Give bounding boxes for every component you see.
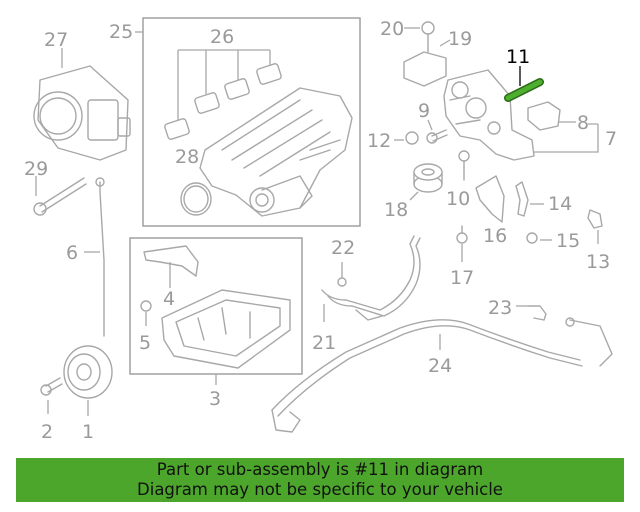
oil-pan-drawing: [161, 289, 291, 369]
crank-pulley-drawing: [63, 345, 113, 399]
banner-line-2: Diagram may not be specific to your vehi…: [137, 480, 503, 499]
throttle-body-drawing: [33, 65, 131, 161]
intake-manifold-group-box: [142, 17, 361, 227]
label-18: 18: [384, 199, 408, 221]
oil-filter-drawing: [413, 163, 443, 193]
label-15: 15: [556, 230, 580, 252]
label-20: 20: [380, 18, 404, 40]
parts-diagram: 11 1 2 3 4 5 6 7 8 9 10 12 13 14 15 16 1…: [24, 17, 617, 443]
intake-manifold-drawing: [199, 87, 353, 217]
label-13: 13: [586, 251, 610, 273]
info-banner: Part or sub-assembly is #11 in diagram D…: [16, 458, 624, 502]
label-26: 26: [210, 26, 234, 48]
label-11: 11: [506, 46, 530, 68]
label-21: 21: [312, 332, 336, 354]
label-24: 24: [428, 355, 452, 377]
label-14: 14: [548, 193, 572, 215]
wiring-harness-drawing: [271, 317, 613, 433]
label-25: 25: [109, 21, 133, 43]
label-23: 23: [488, 297, 512, 319]
o-ring-drawing: [180, 182, 212, 216]
label-9: 9: [418, 100, 430, 122]
label-2: 2: [41, 421, 53, 443]
dipstick-drawing: [99, 181, 105, 337]
label-29: 29: [24, 158, 48, 180]
label-6: 6: [66, 242, 78, 264]
label-5: 5: [139, 332, 151, 354]
label-4: 4: [163, 288, 175, 310]
label-1: 1: [82, 421, 94, 443]
label-17: 17: [450, 267, 474, 289]
pcv-hose-drawing: [321, 235, 421, 321]
label-19: 19: [448, 28, 472, 50]
label-7: 7: [605, 128, 617, 150]
label-8: 8: [577, 112, 589, 134]
label-28: 28: [175, 146, 199, 168]
label-10: 10: [446, 188, 470, 210]
oil-tube-part-11: [504, 78, 544, 102]
label-3: 3: [209, 388, 221, 410]
banner-line-1: Part or sub-assembly is #11 in diagram: [156, 460, 484, 479]
label-16: 16: [483, 225, 507, 247]
label-27: 27: [44, 29, 68, 51]
label-22: 22: [331, 237, 355, 259]
label-12: 12: [367, 130, 391, 152]
